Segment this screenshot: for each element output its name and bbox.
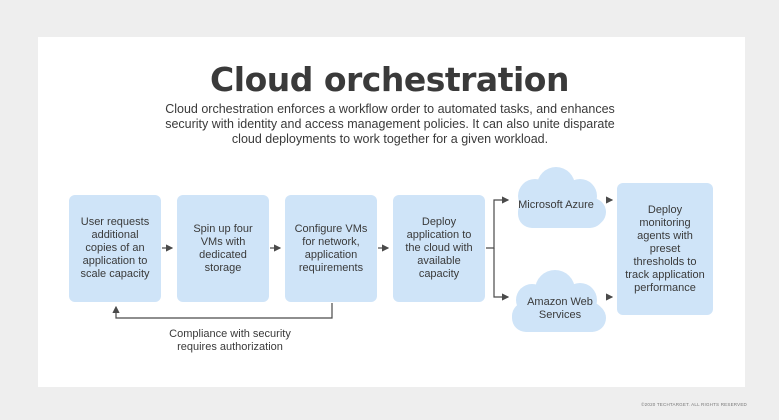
- arrow-to-azure: [486, 196, 510, 249]
- aws-cloud-shape: [512, 270, 606, 332]
- step-user-requests: User requests additional copies of an ap…: [69, 195, 161, 302]
- diagram-title: Cloud orchestration: [210, 60, 569, 99]
- azure-cloud-shape: [518, 167, 606, 228]
- step-spin-up-vms: Spin up four VMs with dedicated storage: [177, 195, 269, 302]
- feedback-arrow: [112, 303, 333, 319]
- cloud-label-azure: Microsoft Azure: [518, 199, 594, 211]
- arrow-to-aws: [493, 248, 510, 301]
- step-configure-vms: Configure VMs for network, application r…: [285, 195, 377, 302]
- diagram-subtitle: Cloud orchestration enforces a workflow …: [165, 102, 615, 146]
- cloud-label-aws: Amazon Web Services: [527, 296, 593, 321]
- copyright: ©2020 TECHTARGET. ALL RIGHTS RESERVED: [641, 402, 747, 407]
- step-deploy-monitoring: Deploy monitoring agents with preset thr…: [617, 183, 713, 315]
- step-deploy-application: Deploy application to the cloud with ava…: [393, 195, 485, 302]
- feedback-caption: Compliance with security requires author…: [169, 328, 291, 353]
